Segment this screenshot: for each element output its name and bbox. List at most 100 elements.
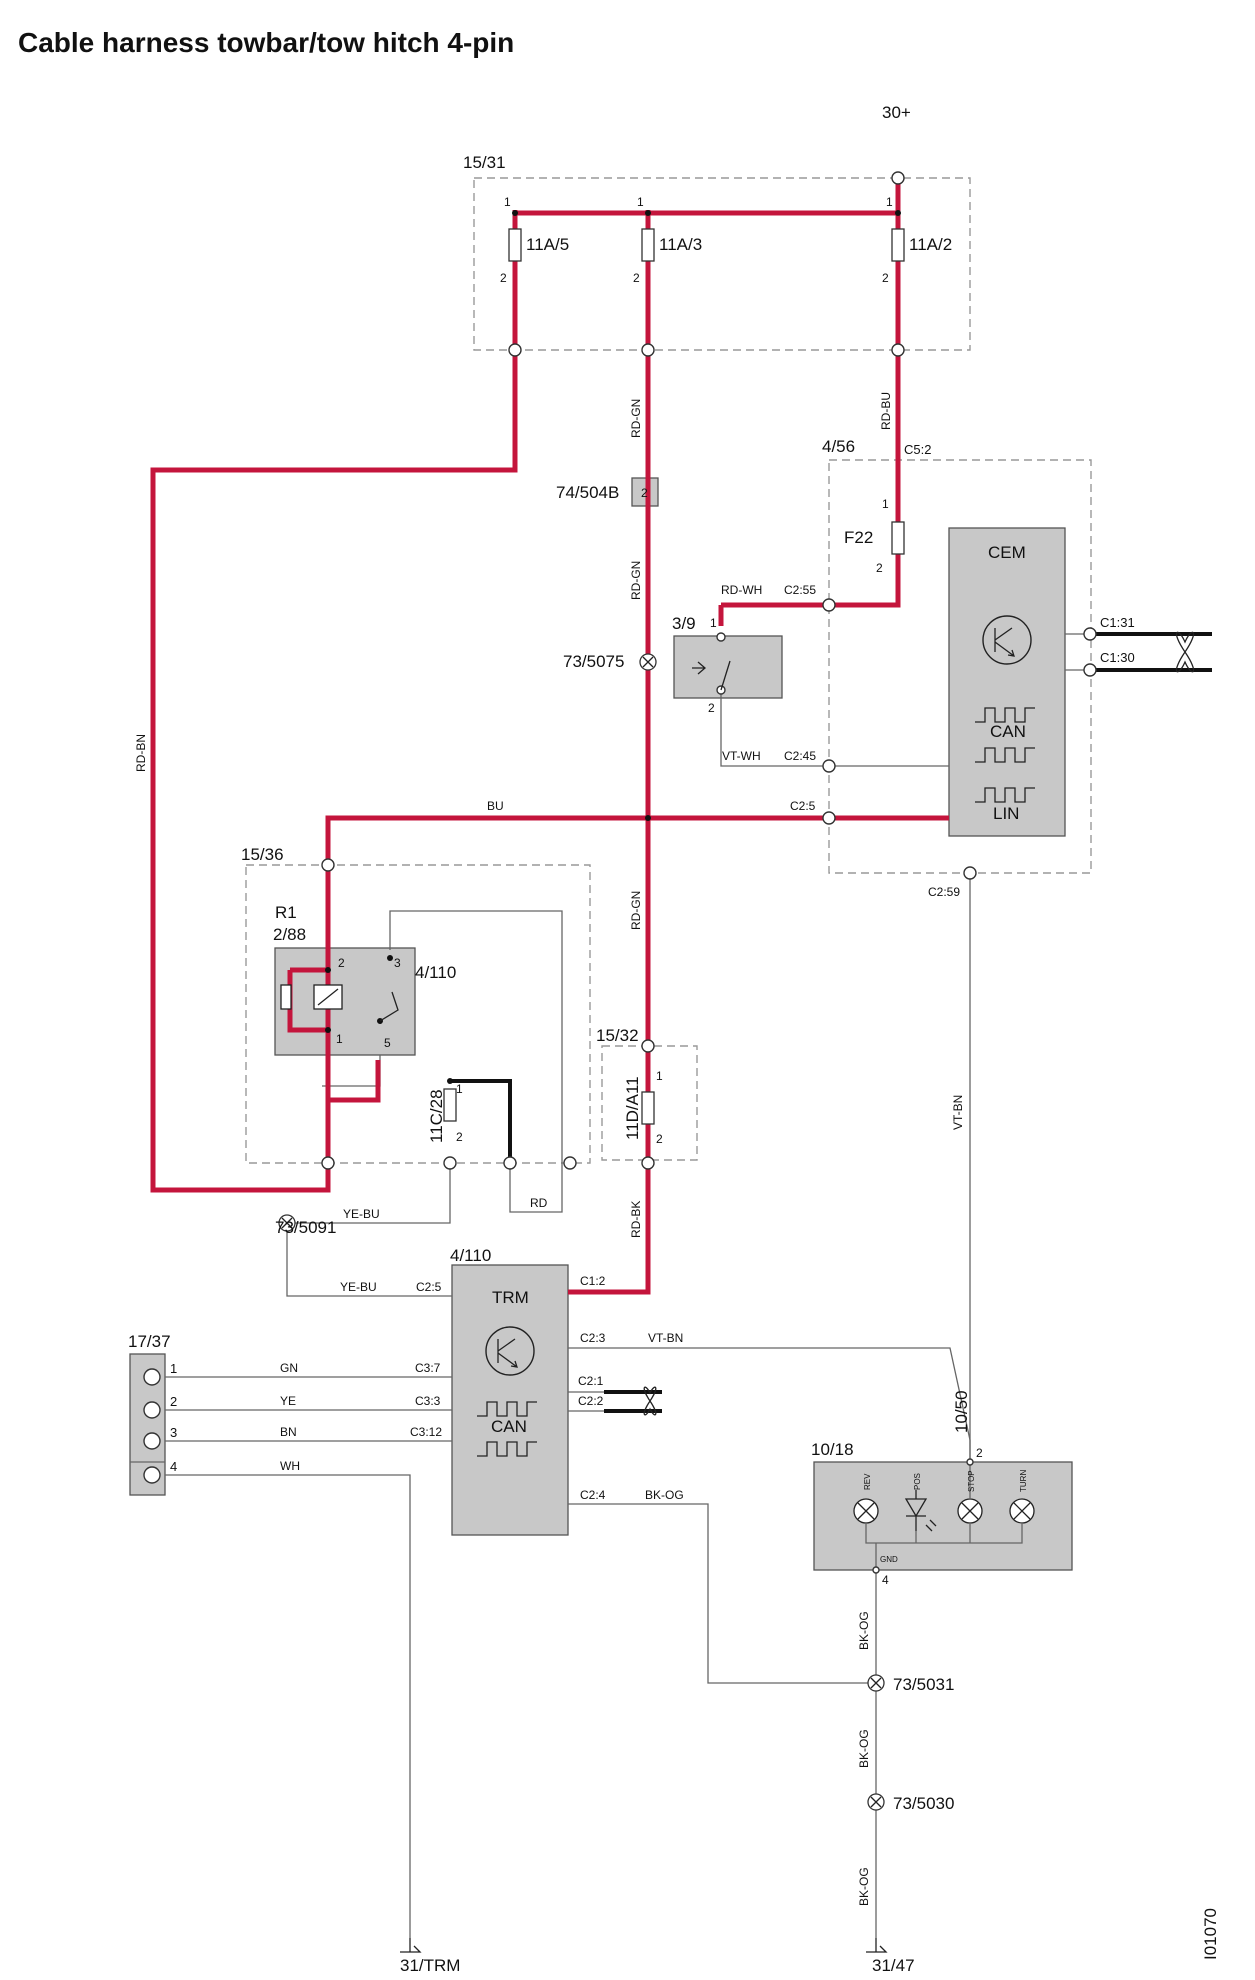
relay-box-label: 15/36 [241, 845, 284, 864]
splice-5031-label: 73/5031 [893, 1675, 954, 1694]
page-title: Cable harness towbar/tow hitch 4-pin [18, 27, 514, 58]
bus-terminator-symbols [643, 631, 1195, 1416]
pin-trm-c2-2: C2:2 [578, 1394, 604, 1408]
pin-lamp-2: 2 [976, 1446, 983, 1460]
wire-rd-bk: RD-BK [629, 1201, 643, 1238]
lamp-stop-label: STOP [967, 1470, 976, 1492]
pin-c2-5: C2:5 [790, 799, 816, 813]
splice-5030-label: 73/5030 [893, 1794, 954, 1813]
splice-symbols [278, 653, 885, 1811]
pin-trm-c2-1: C2:1 [578, 1374, 604, 1388]
wire-bn: BN [280, 1425, 297, 1439]
wire-vt-bn-1: VT-BN [951, 1095, 965, 1130]
pin-c3-7: C3:7 [415, 1361, 441, 1375]
wire-bk-og-2: BK-OG [857, 1729, 871, 1768]
lamp-gnd-label: GND [880, 1555, 898, 1564]
lamp-rev-label: REV [863, 1473, 872, 1490]
cem-label: CEM [988, 543, 1026, 562]
pin-trm-c2-5: C2:5 [416, 1280, 442, 1294]
pin-relay-2: 2 [338, 956, 345, 970]
fuse-box-outline [473, 177, 971, 351]
socket-pin-4: 4 [170, 1459, 177, 1474]
connector-74-label: 74/504B [556, 483, 619, 502]
pin-fc-2: 2 [882, 271, 889, 285]
socket-pin-1: 1 [170, 1361, 177, 1376]
pin-sw-1: 1 [710, 616, 717, 630]
pin-relay-1: 1 [336, 1032, 343, 1046]
wire-rd-wh: RD-WH [721, 583, 762, 597]
fuse-c-label: 11A/2 [909, 235, 952, 254]
pin-c2-55: C2:55 [784, 583, 816, 597]
wire-rd: RD [530, 1196, 548, 1210]
fuse-a-label: 11A/5 [526, 235, 569, 254]
pin-c1-30: C1:30 [1100, 650, 1135, 665]
cem-box-label: 4/56 [822, 437, 855, 456]
lamp-conn-label: 10/50 [952, 1390, 971, 1433]
wire-rd-gn-1: RD-GN [629, 399, 643, 438]
pin-11c-2: 2 [456, 1130, 463, 1144]
pin-trm-c1-2: C1:2 [580, 1274, 606, 1288]
pin-lamp-4: 4 [882, 1573, 889, 1587]
fuse-box-label: 15/31 [463, 153, 506, 172]
trm-can-label: CAN [491, 1417, 527, 1436]
ground-symbols [400, 1938, 888, 1953]
lamp-internals [853, 1458, 1035, 1574]
pin-c2-45: C2:45 [784, 749, 816, 763]
red-wires [150, 178, 949, 1295]
cem-box-pin-label: C5:2 [904, 442, 931, 457]
pin-11d-2: 2 [656, 1132, 663, 1146]
connector-74-pin-label: 2 [641, 486, 648, 500]
fuse-b-label: 11A/3 [659, 235, 702, 254]
wire-rd-gn-2: RD-GN [629, 561, 643, 600]
lamp-turn-label: TURN [1019, 1470, 1028, 1492]
fuse-11d-box-label: 15/32 [596, 1026, 639, 1045]
ground-main-label: 31/47 [872, 1956, 915, 1975]
trm-module [451, 1264, 569, 1536]
pin-f22-2: 2 [876, 561, 883, 575]
pin-11c-1: 1 [456, 1082, 463, 1096]
pin-sw-2: 2 [708, 701, 715, 715]
connector-74-pin [631, 477, 659, 507]
pin-fc-1: 1 [886, 195, 893, 209]
trm-id-label-2: 4/110 [450, 1246, 491, 1265]
fuse-symbols [443, 228, 905, 1125]
black-wires [450, 632, 1212, 1413]
relay-module [274, 947, 416, 1056]
pin-fb-2: 2 [633, 271, 640, 285]
relay-internals [280, 955, 399, 1024]
switch-label: 3/9 [672, 614, 696, 633]
relay-r1-label: R1 [275, 903, 297, 922]
splice-5075-label: 73/5075 [563, 652, 624, 671]
wire-bu: BU [487, 799, 504, 813]
lamp-unit-label: 10/18 [811, 1440, 854, 1459]
trm-internals [477, 1326, 537, 1457]
wire-rd-bn: RD-BN [134, 734, 148, 772]
switch-symbol [692, 632, 731, 695]
pin-trm-c2-3: C2:3 [580, 1331, 606, 1345]
pin-c2-59: C2:59 [928, 885, 960, 899]
trm-label: TRM [492, 1288, 529, 1307]
pin-relay-3: 3 [394, 956, 401, 970]
cem-internals [975, 615, 1035, 803]
wire-ye: YE [280, 1394, 296, 1408]
pin-c3-3: C3:3 [415, 1394, 441, 1408]
drawing-id: I01070 [1201, 1908, 1220, 1960]
wire-gn: GN [280, 1361, 298, 1375]
cem-lin-label: LIN [993, 804, 1019, 823]
splice-5091-label: 73/5091 [275, 1218, 336, 1237]
relay-box-outline [245, 864, 591, 1164]
supply-label: 30+ [882, 103, 911, 122]
pin-c1-31: C1:31 [1100, 615, 1135, 630]
socket-pin-3: 3 [170, 1425, 177, 1440]
wire-wh: WH [280, 1459, 300, 1473]
thin-wires [165, 633, 1090, 1938]
wire-ye-bu-2: YE-BU [340, 1280, 377, 1294]
fuse-f22-label: F22 [844, 528, 873, 547]
wire-rd-bu: RD-BU [879, 392, 893, 430]
fuse-11c-label: 11C/28 [427, 1089, 446, 1143]
wire-bk-og-3: BK-OG [857, 1867, 871, 1906]
relay-id-label: 2/88 [273, 925, 306, 944]
wire-vt-bn-2: VT-BN [648, 1331, 683, 1345]
pin-trm-c2-4: C2:4 [580, 1488, 606, 1502]
